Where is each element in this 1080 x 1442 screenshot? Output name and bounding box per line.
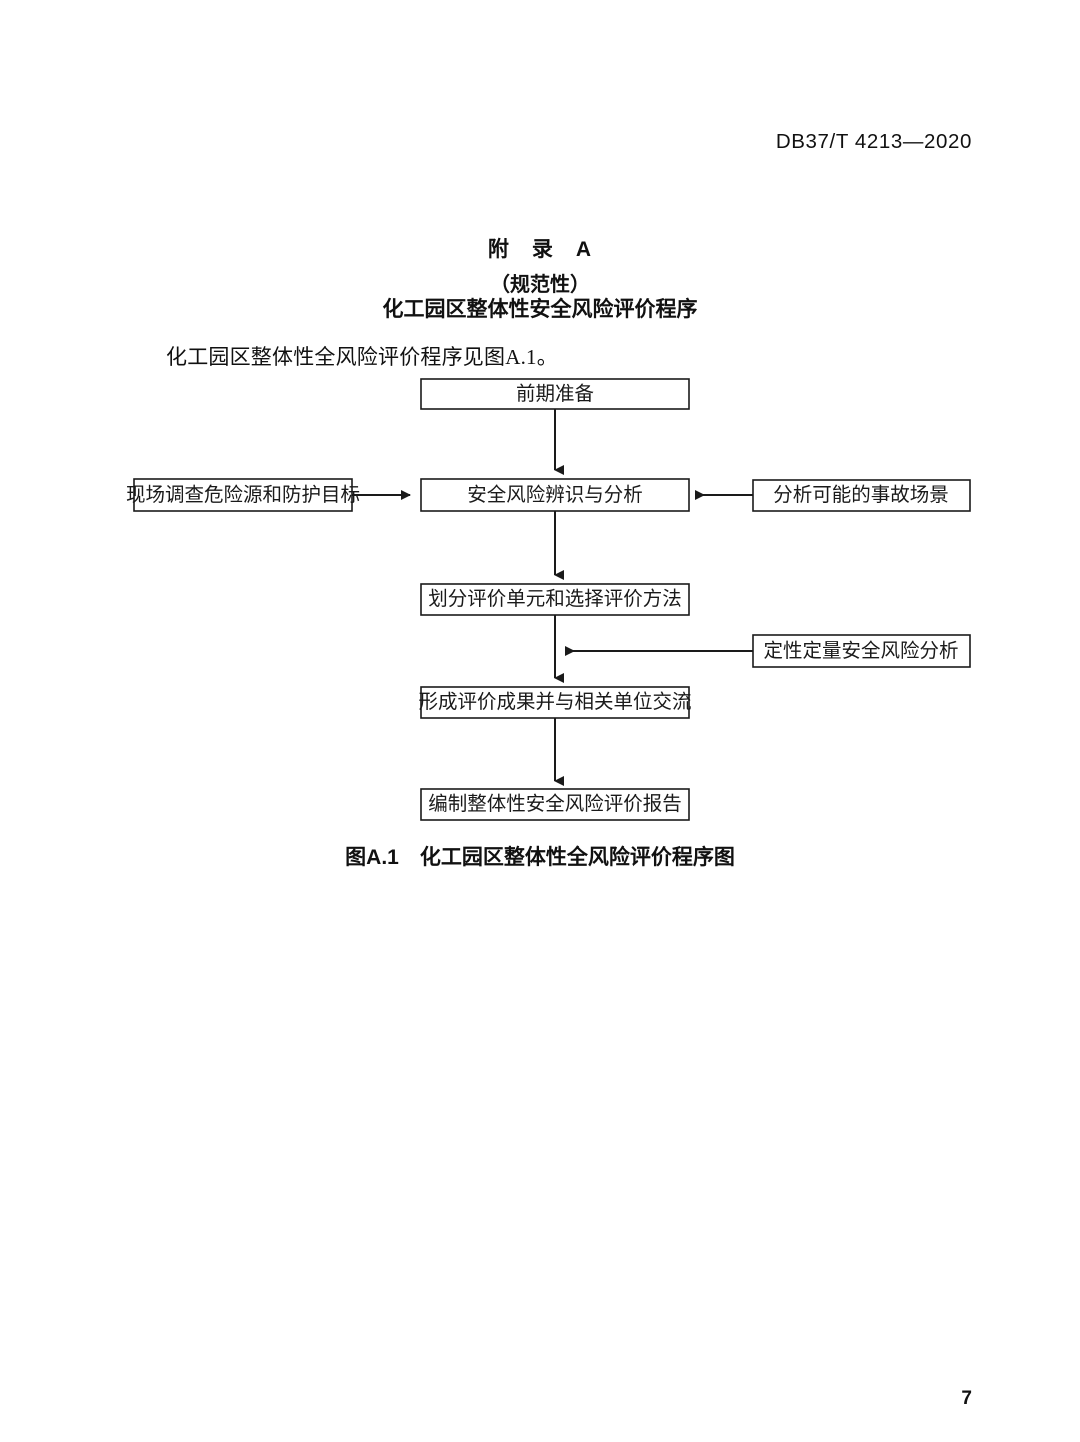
page-number: 7 [961, 1388, 972, 1409]
flow-node-scenarios: 分析可能的事故场景 [752, 479, 971, 512]
flowchart-svg: 前期准备 现场调查危险源和防护目标 安全风险辨识与分析 分析可能的事故场景 划分… [126, 378, 971, 821]
flow-node-site-survey-label: 现场调查危险源和防护目标 [126, 484, 360, 506]
flow-node-results-label: 形成评价成果并与相关单位交流 [418, 691, 691, 713]
annex-subtitle: （规范性） [490, 274, 590, 296]
figure-caption: 图A.1 化工园区整体性全风险评价程序图 [345, 846, 735, 869]
annex-name: 化工园区整体性安全风险评价程序 [382, 298, 698, 321]
flow-node-prep: 前期准备 [420, 378, 690, 410]
flow-node-report-label: 编制整体性安全风险评价报告 [428, 793, 682, 815]
flow-node-identify-label: 安全风险辨识与分析 [467, 484, 643, 506]
flow-node-identify: 安全风险辨识与分析 [420, 478, 690, 512]
flow-node-units: 划分评价单元和选择评价方法 [420, 583, 690, 616]
body-paragraph: 化工园区整体性全风险评价程序见图A.1。 [166, 345, 558, 369]
flow-node-report: 编制整体性安全风险评价报告 [420, 788, 690, 821]
flow-node-scenarios-label: 分析可能的事故场景 [773, 484, 949, 506]
flowchart-figure: 前期准备 现场调查危险源和防护目标 安全风险辨识与分析 分析可能的事故场景 划分… [110, 370, 990, 835]
annex-title: 附 录 A [487, 238, 593, 261]
document-header-standard-number: DB37/T 4213—2020 [775, 130, 972, 153]
flow-node-results: 形成评价成果并与相关单位交流 [418, 686, 692, 719]
flow-node-site-survey: 现场调查危险源和防护目标 [126, 478, 360, 512]
flow-node-quant: 定性定量安全风险分析 [752, 634, 971, 668]
flow-node-units-label: 划分评价单元和选择评价方法 [428, 588, 682, 610]
flow-node-quant-label: 定性定量安全风险分析 [763, 640, 958, 662]
flow-node-prep-label: 前期准备 [516, 383, 594, 405]
